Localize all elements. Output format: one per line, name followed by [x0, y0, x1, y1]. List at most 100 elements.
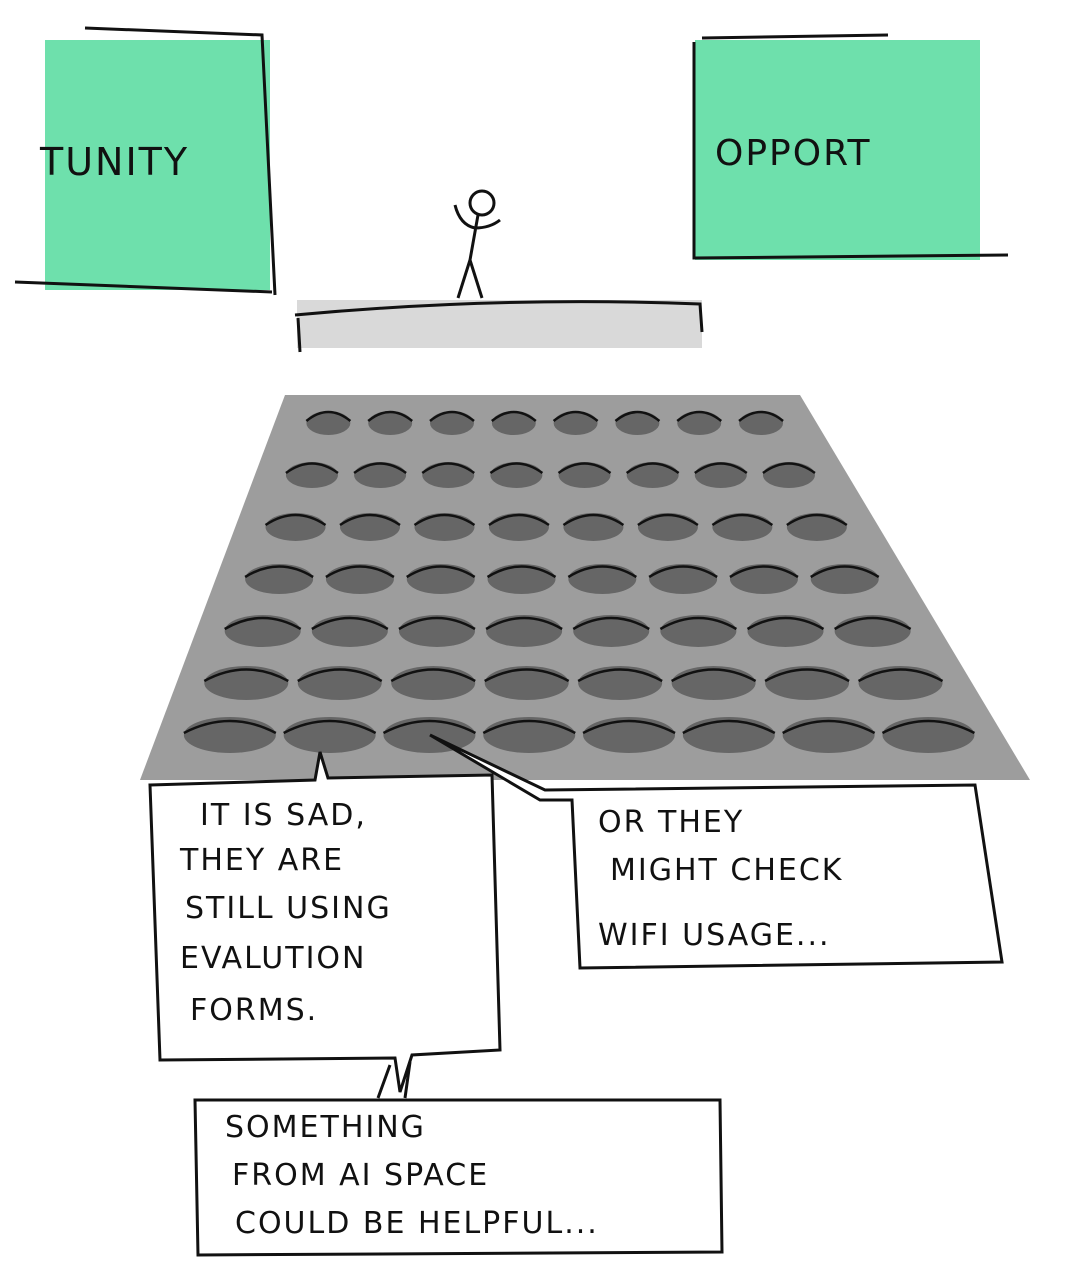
audience-head [391, 666, 476, 700]
audience-head-outline [429, 410, 475, 422]
audience-head [782, 717, 875, 753]
audience-head [558, 462, 611, 488]
audience-head [204, 666, 289, 700]
audience-head [265, 513, 326, 541]
audience-head-outline [421, 462, 475, 475]
audience-head-outline [311, 616, 389, 631]
audience-head-outline [671, 668, 757, 683]
audience-head-outline [738, 410, 784, 422]
stage [294, 300, 704, 353]
audience-head-outline [625, 462, 680, 475]
audience-head-outline [572, 616, 650, 631]
audience-head [882, 717, 975, 753]
audience-head-outline [353, 462, 407, 475]
audience-head-outline [406, 565, 476, 579]
audience-head-outline [637, 513, 699, 527]
audience-head [490, 462, 543, 488]
audience-head-outline [810, 565, 880, 579]
audience-head [677, 411, 722, 435]
audience-head [694, 462, 747, 488]
audience-head [578, 666, 663, 700]
audience-head [398, 615, 475, 647]
audience-head-outline [485, 616, 563, 631]
audience-head-outline [484, 668, 570, 683]
audience-head [484, 666, 569, 700]
audience-head-outline [762, 462, 816, 475]
audience-head-outline [382, 719, 477, 735]
audience-head [615, 411, 660, 435]
speech-bubble-right: OR THEY MIGHT CHECK WIFI USAGE... [429, 733, 1004, 970]
audience-head-outline [834, 616, 912, 631]
audience-head-outline [764, 668, 850, 683]
audience-head-outline [224, 616, 302, 631]
audience-head-outline [491, 410, 537, 422]
audience-head [747, 615, 824, 647]
bubble-bottom-text: SOMETHING FROM AI SPACE COULD BE HELPFUL… [225, 1110, 599, 1241]
audience-head [283, 717, 376, 753]
audience-head-outline [305, 410, 352, 422]
audience-head [486, 615, 563, 647]
left-banner: TUNITY [14, 26, 277, 296]
audience-head [285, 462, 338, 488]
audience-head [368, 411, 413, 435]
audience-head-outline [567, 565, 637, 579]
audience-head [637, 513, 698, 541]
audience-head [765, 666, 850, 700]
audience-head [649, 564, 718, 594]
audience-head [729, 564, 798, 594]
audience-head [491, 411, 536, 435]
audience-head-outline [676, 410, 723, 422]
audience-head [573, 615, 650, 647]
audience-head-outline [682, 719, 776, 735]
audience-head-outline [486, 565, 557, 579]
audience-head-outline [325, 565, 395, 579]
audience-head-outline [729, 565, 799, 579]
audience-head [429, 411, 474, 435]
audience-head-outline [413, 513, 476, 527]
audience-head-outline [283, 719, 377, 735]
audience-head [786, 513, 847, 541]
audience-head [583, 717, 676, 753]
audience-head-outline [339, 513, 401, 527]
bubble-left-text: IT IS SAD, THEY ARE STILL USING EVALUTIO… [179, 798, 403, 1028]
audience-head [383, 717, 476, 753]
right-banner-text: OPPORT [715, 133, 871, 174]
audience-head-outline [881, 719, 976, 735]
audience-head-outline [562, 513, 625, 527]
audience-head-outline [367, 410, 413, 422]
audience [140, 395, 1030, 780]
audience-head-outline [577, 668, 663, 683]
bubble-right-text: OR THEY MIGHT CHECK WIFI USAGE... [598, 805, 855, 953]
audience-head-outline [183, 719, 277, 735]
audience-head [858, 666, 943, 700]
audience-head-outline [582, 719, 676, 735]
audience-head-outline [786, 513, 848, 527]
audience-head-outline [489, 462, 544, 475]
audience-head-outline [398, 616, 476, 631]
audience-head [671, 666, 756, 700]
audience-head [340, 513, 401, 541]
audience-head [834, 615, 911, 647]
audience-head-outline [285, 462, 339, 475]
audience-head [739, 411, 784, 435]
audience-head [488, 513, 549, 541]
audience-head-outline [264, 513, 327, 527]
audience-head [224, 615, 301, 647]
audience-head [325, 564, 394, 594]
audience-head-outline [711, 513, 774, 527]
stick-figure-speaker [453, 189, 501, 299]
audience-head [810, 564, 879, 594]
audience-head-outline [203, 668, 289, 683]
audience-head [183, 717, 276, 753]
audience-head-outline [557, 462, 612, 475]
audience-head-outline [857, 668, 944, 683]
audience-head-outline [659, 616, 737, 631]
audience-head [712, 513, 773, 541]
audience-head [762, 462, 815, 488]
audience-head [568, 564, 637, 594]
audience-head [660, 615, 737, 647]
audience-head [682, 717, 775, 753]
speech-bubble-bottom: SOMETHING FROM AI SPACE COULD BE HELPFUL… [193, 1061, 724, 1257]
audience-head-outline [297, 668, 383, 683]
audience-head-outline [694, 462, 748, 475]
